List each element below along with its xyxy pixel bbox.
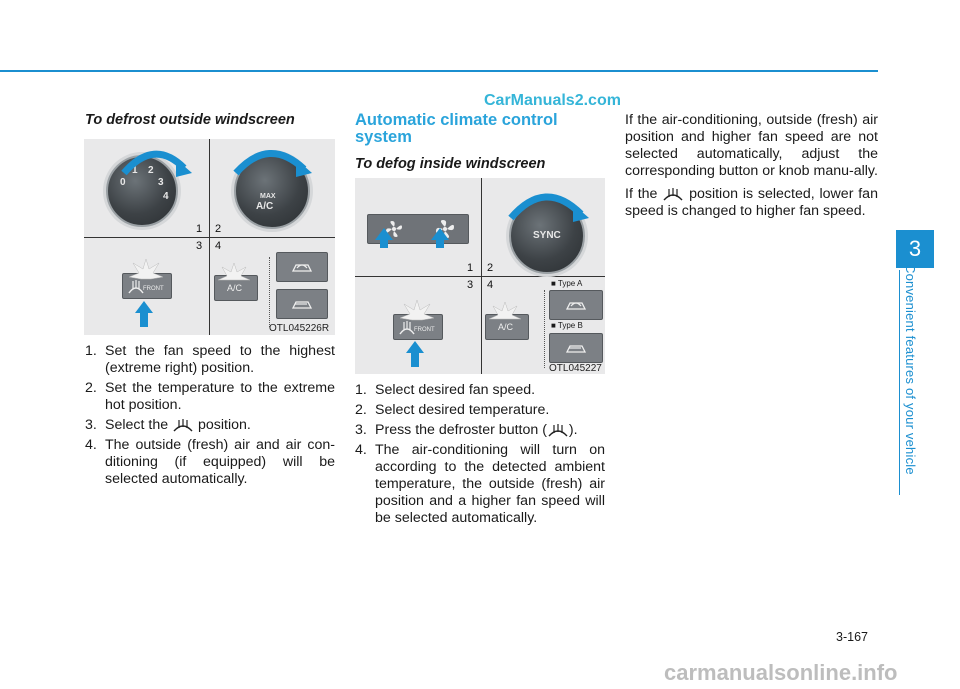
ac-glow-icon	[217, 263, 251, 281]
middle-subheading: To defog inside windscreen	[355, 156, 546, 172]
fig2-ac-label: A/C	[498, 322, 514, 332]
left-step-1: 1.Set the fan speed to the highest (extr…	[85, 343, 335, 376]
left-step-3: 3.Select the position.	[85, 417, 251, 433]
middle-column: Automatic climate control system To defo…	[355, 111, 605, 173]
chapter-tab: 3	[896, 230, 934, 268]
knob-num-2: 2	[148, 165, 154, 176]
figure-code-left: OTL045226R	[269, 323, 330, 334]
fan-arrow-right-stem	[436, 240, 444, 248]
fig2-quad-1: 1	[467, 262, 474, 274]
middle-step-4: 4.The air-conditioning will turn on acco…	[355, 442, 605, 526]
figure-defrost-outside: 0 1 2 3 4 MAX A/C 1 2 3 4 FRONT A/C	[84, 139, 335, 335]
ac-label: A/C	[227, 283, 243, 293]
left-heading: To defrost outside windscreen	[85, 112, 295, 128]
fig2-quad-2: 2	[487, 262, 494, 274]
middle-heading: Automatic climate control system	[355, 111, 558, 146]
fresh-air-button	[276, 289, 328, 319]
watermark-top: CarManuals2.com	[484, 92, 621, 109]
right-column: If the air-conditioning, outside (fresh)…	[625, 112, 878, 226]
fig2-fresh-air-icon	[565, 345, 587, 353]
footer-watermark: carmanualsonline.info	[664, 660, 898, 685]
left-step-2: 2.Set the temperature to the extreme hot…	[85, 380, 335, 413]
fan-knob: 0 1 2 3 4	[106, 155, 178, 227]
recirc-button	[276, 252, 328, 282]
fan-arrow-left-icon	[375, 228, 393, 240]
figure-defog-inside: SYNC 1 2 3 4 FRONT A/C ■ Type A ■ Type B	[355, 178, 605, 374]
fan-arrow-left-stem	[380, 240, 388, 248]
knob-num-0: 0	[120, 177, 126, 188]
quad-label-3: 3	[196, 240, 203, 252]
middle-step-2: 2.Select desired temperature.	[355, 402, 550, 418]
middle-steps-wrap: 1.Select desired fan speed. 2.Select des…	[355, 382, 605, 530]
fig2-press-arrow-stem	[411, 353, 419, 367]
fig2-defrost-icon	[399, 321, 415, 335]
knob-num-1: 1	[132, 165, 138, 176]
fig2-press-arrow-icon	[406, 341, 424, 353]
fig2-recirculation-icon	[565, 302, 587, 310]
defrost-inline-icon-right	[663, 188, 683, 201]
figure2-divider-h	[355, 276, 605, 277]
quad-label-1: 1	[196, 223, 203, 235]
right-para-2: If the position is selected, lower fan s…	[625, 186, 878, 219]
glow-icon	[128, 259, 164, 280]
press-arrow-left-icon	[135, 301, 153, 313]
left-step-4: 4.The outside (fresh) air and air con-di…	[85, 437, 335, 487]
knob-num-3: 3	[158, 177, 164, 188]
type-b-button	[549, 333, 603, 363]
page-number: 3-167	[836, 630, 868, 644]
type-a-label: ■ Type A	[551, 279, 583, 288]
chapter-side-line	[899, 270, 900, 495]
sync-label: SYNC	[533, 230, 561, 241]
middle-step-1: 1.Select desired fan speed.	[355, 382, 536, 398]
defrost-icon	[128, 280, 144, 294]
rotate-arrow-right-icon	[233, 150, 312, 177]
figure-divider-h	[84, 237, 335, 238]
type-b-label: ■ Type B	[551, 321, 583, 330]
knob-ac-label: A/C	[256, 201, 274, 212]
right-para-1: If the air-conditioning, outside (fresh)…	[625, 112, 878, 179]
fig2-glow-icon	[399, 300, 435, 321]
left-steps: 1.Set the fan speed to the highest (extr…	[85, 343, 335, 488]
fig2-dotted-separator	[544, 290, 545, 368]
rotate-arrow-left-icon	[121, 150, 192, 177]
left-column: To defrost outside windscreen	[85, 112, 335, 128]
chapter-title: Convenient features of your vehicle	[903, 264, 918, 475]
middle-steps: 1.Select desired fan speed. 2.Select des…	[355, 382, 605, 527]
fig2-quad-4: 4	[487, 279, 494, 291]
fig2-quad-3: 3	[467, 279, 474, 291]
press-arrow-left-stem	[140, 313, 148, 327]
fan-arrow-right-icon	[431, 228, 449, 240]
fig2-front-label: FRONT	[414, 327, 435, 333]
defrost-inline-icon	[173, 419, 193, 432]
left-steps-wrap: 1.Set the fan speed to the highest (extr…	[85, 343, 335, 491]
fig2-ac-glow-icon	[488, 302, 522, 320]
dotted-separator	[269, 257, 270, 327]
recirculation-icon	[291, 264, 313, 272]
quad-label-4: 4	[215, 240, 222, 252]
quad-label-2: 2	[215, 223, 222, 235]
front-label: FRONT	[143, 286, 164, 292]
type-a-button	[549, 290, 603, 320]
figure-code-middle: OTL045227	[549, 363, 602, 374]
middle-step-3: 3.Press the defroster button ().	[355, 422, 578, 438]
sync-rotate-arrow-icon	[508, 193, 589, 222]
header-rule	[0, 70, 878, 72]
knob-max-label: MAX	[260, 193, 276, 200]
fresh-air-icon	[291, 301, 313, 309]
knob-num-4: 4	[163, 191, 169, 202]
defroster-inline-icon	[548, 424, 568, 437]
